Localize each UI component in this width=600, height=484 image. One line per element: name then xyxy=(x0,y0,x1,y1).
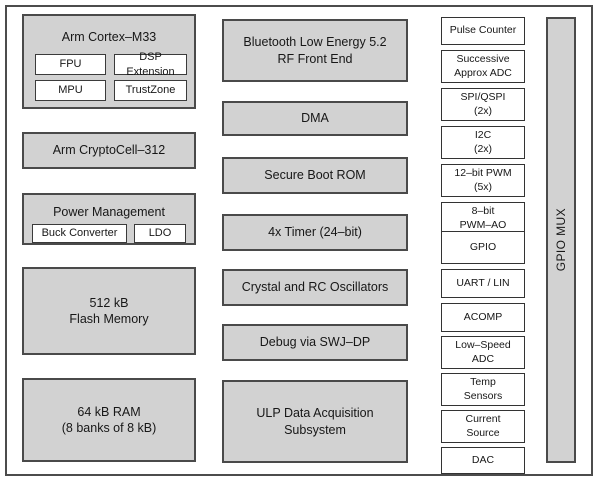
block-i2c[interactable]: I2C (2x) xyxy=(441,126,525,159)
i2c-line2: (2x) xyxy=(473,142,493,155)
block-arm-cryptocell-312[interactable]: Arm CryptoCell–312 xyxy=(22,132,196,169)
block-power-management[interactable]: Power Management Buck Converter LDO xyxy=(22,193,196,245)
sar-adc-line1: Successive xyxy=(456,53,510,66)
block-successive-approx-adc[interactable]: Successive Approx ADC xyxy=(441,50,525,83)
block-crystal-and-rc-oscillators[interactable]: Crystal and RC Oscillators xyxy=(222,269,408,306)
temp-sensors-line1: Temp xyxy=(470,376,496,389)
ram-line1: 64 kB RAM xyxy=(77,404,141,419)
ble-line1: Bluetooth Low Energy 5.2 xyxy=(243,35,387,49)
flash-memory-line1: 512 kB xyxy=(89,295,129,310)
block-dac[interactable]: DAC xyxy=(441,447,525,474)
block-ulp-data-acquisition-subsystem[interactable]: ULP Data Acquisition Subsystem xyxy=(222,380,408,463)
pwm-8bit-ao-line1: 8–bit xyxy=(471,205,495,218)
block-acomp[interactable]: ACOMP xyxy=(441,303,525,332)
ram-line2: (8 banks of 8 kB) xyxy=(61,421,157,435)
spi-qspi-line1: SPI/QSPI xyxy=(460,91,506,104)
pwm-12bit-line1: 12–bit PWM xyxy=(454,167,512,180)
current-source-line2: Source xyxy=(466,426,500,439)
block-buck-converter[interactable]: Buck Converter xyxy=(32,224,127,243)
gpio-line1: GPIO xyxy=(469,240,497,253)
flash-memory-line2: Flash Memory xyxy=(69,312,149,326)
block-ram[interactable]: 64 kB RAM (8 banks of 8 kB) xyxy=(22,378,196,462)
block-current-source[interactable]: Current Source xyxy=(441,410,525,443)
block-uart-lin[interactable]: UART / LIN xyxy=(441,269,525,298)
ulp-line2: Subsystem xyxy=(284,422,346,437)
block-8-bit-pwm-ao[interactable]: 8–bit PWM–AO xyxy=(441,202,525,235)
block-secure-boot-rom[interactable]: Secure Boot ROM xyxy=(222,157,408,194)
sar-adc-line2: Approx ADC xyxy=(454,66,512,79)
dac-line1: DAC xyxy=(471,453,495,466)
block-power-management-title: Power Management xyxy=(53,205,165,219)
block-gpio-mux[interactable]: GPIO MUX xyxy=(546,17,576,463)
block-arm-cortex-m33-title: Arm Cortex–M33 xyxy=(61,30,157,44)
block-debug-via-swj-dp[interactable]: Debug via SWJ–DP xyxy=(222,324,408,361)
uart-lin-line1: UART / LIN xyxy=(456,276,510,289)
current-source-line1: Current xyxy=(465,413,501,426)
pwm-8bit-ao-line2: PWM–AO xyxy=(459,218,507,231)
block-temp-sensors[interactable]: Temp Sensors xyxy=(441,373,525,406)
i2c-line1: I2C xyxy=(474,129,492,142)
block-low-speed-adc[interactable]: Low–Speed ADC xyxy=(441,336,525,369)
block-ldo[interactable]: LDO xyxy=(134,224,186,243)
pwm-12bit-line2: (5x) xyxy=(473,180,493,193)
ulp-line1: ULP Data Acquisition xyxy=(256,406,374,420)
block-spi-qspi[interactable]: SPI/QSPI (2x) xyxy=(441,88,525,121)
acomp-line1: ACOMP xyxy=(463,310,503,323)
block-timer[interactable]: 4x Timer (24–bit) xyxy=(222,214,408,251)
low-speed-adc-line1: Low–Speed xyxy=(455,339,511,352)
temp-sensors-line2: Sensors xyxy=(463,389,503,402)
block-dsp-extension[interactable]: DSP Extension xyxy=(114,51,187,78)
spi-qspi-line2: (2x) xyxy=(473,104,493,117)
pulse-counter-line1: Pulse Counter xyxy=(449,24,517,37)
low-speed-adc-line2: ADC xyxy=(471,352,495,365)
block-trustzone[interactable]: TrustZone xyxy=(114,80,187,101)
gpio-mux-label: GPIO MUX xyxy=(554,208,568,272)
ble-line2: RF Front End xyxy=(277,51,353,66)
block-dma[interactable]: DMA xyxy=(222,101,408,136)
block-12-bit-pwm[interactable]: 12–bit PWM (5x) xyxy=(441,164,525,197)
block-mpu[interactable]: MPU xyxy=(35,80,106,101)
block-bluetooth-low-energy-rf-front-end[interactable]: Bluetooth Low Energy 5.2 RF Front End xyxy=(222,19,408,82)
block-pulse-counter[interactable]: Pulse Counter xyxy=(441,17,525,45)
block-fpu[interactable]: FPU xyxy=(35,54,106,75)
block-arm-cortex-m33[interactable]: Arm Cortex–M33 FPU DSP Extension MPU Tru… xyxy=(22,14,196,109)
block-gpio[interactable]: GPIO xyxy=(441,231,525,264)
block-flash-memory[interactable]: 512 kB Flash Memory xyxy=(22,267,196,355)
